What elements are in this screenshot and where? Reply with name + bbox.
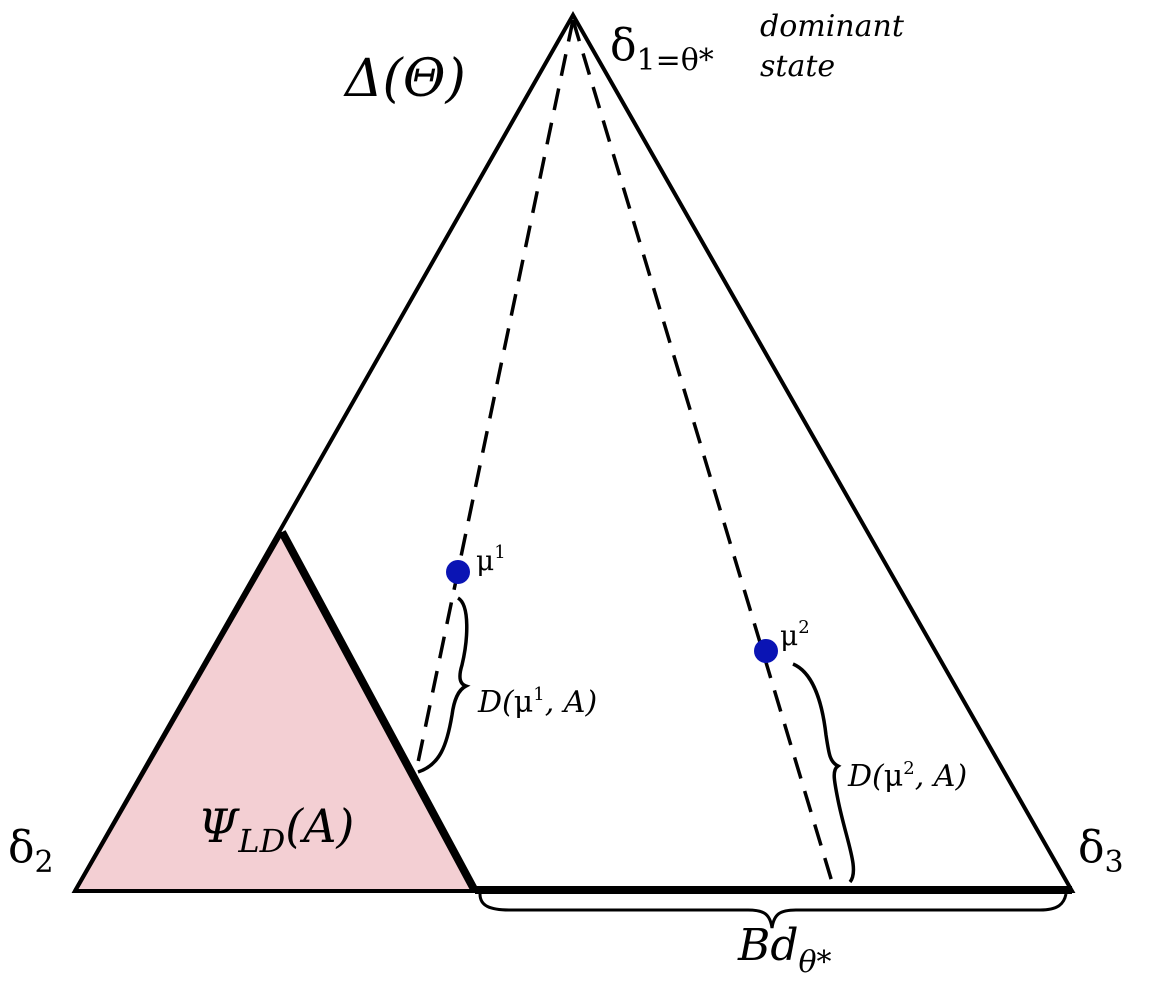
point-mu1-label: μ1 (476, 542, 506, 577)
distance-2-suffix: , A) (915, 759, 967, 794)
vertex-right-subscript: 3 (1105, 845, 1124, 880)
boundary-main: Bd (737, 920, 799, 971)
dashed-line-2 (571, 19, 834, 883)
vertex-left-symbol: δ (8, 822, 35, 873)
point-mu2-label: μ2 (780, 617, 810, 652)
vertex-top-label: δ1=θ* (610, 20, 714, 78)
region-symbol: Ψ (198, 799, 240, 853)
distance-2-label: D(μ2, A) (847, 758, 967, 794)
distance-1-sup: 1 (533, 684, 544, 705)
brace-distance-1 (417, 596, 471, 774)
mu2-sup: 2 (798, 617, 809, 638)
distance-1-mu: μ (514, 685, 534, 720)
distance-1-suffix: , A) (545, 685, 597, 720)
vertex-left-label: δ2 (8, 822, 54, 880)
region-suffix: (A) (285, 799, 354, 853)
vertex-top-symbol: δ (610, 20, 637, 71)
distance-2-mu: μ (884, 759, 904, 794)
region-left-edge (73, 531, 284, 892)
region-hypotenuse (278, 530, 479, 893)
vertex-right-symbol: δ (1078, 822, 1105, 873)
dominant-note-line1: dominant (760, 9, 905, 44)
brace-distance-2 (792, 662, 856, 884)
distance-1-prefix: D( (477, 685, 515, 720)
brace-boundary (478, 893, 1068, 929)
mu2-symbol: μ (780, 619, 798, 652)
simplex-title: Δ(Θ) (343, 49, 466, 109)
mu1-sup: 1 (494, 542, 505, 563)
mu1-symbol: μ (476, 544, 494, 577)
point-mu2 (754, 639, 778, 663)
boundary-label: Bdθ* (737, 920, 832, 980)
vertex-right-label: δ3 (1078, 822, 1124, 880)
region-label: ΨLD(A) (198, 799, 354, 860)
distance-2-sup: 2 (903, 758, 914, 779)
region-subscript: LD (237, 822, 285, 860)
distance-1-label: D(μ1, A) (477, 684, 597, 720)
point-mu1 (446, 560, 470, 584)
boundary-subscript: θ* (799, 945, 832, 980)
distance-2-prefix: D( (847, 759, 885, 794)
psi-ld-region (75, 532, 475, 891)
vertex-top-subscript: 1=θ* (637, 43, 714, 78)
vertex-left-subscript: 2 (35, 845, 54, 880)
dominant-note-line2: state (760, 49, 835, 84)
dashed-line-1 (414, 19, 575, 773)
